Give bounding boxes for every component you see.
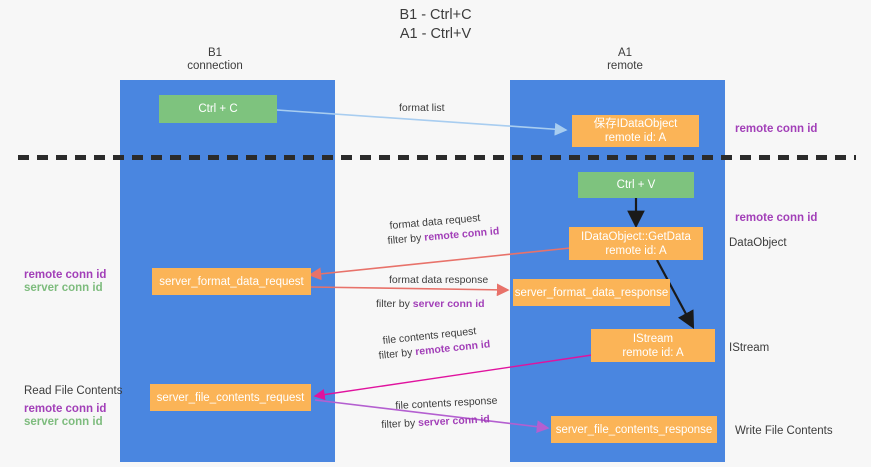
- filter-prefix-4: filter by: [381, 417, 419, 431]
- box-save-idataobject-line2: remote id: A: [604, 132, 667, 144]
- column-header-b1: B1 connection: [145, 47, 285, 73]
- column-header-b1-role: connection: [187, 60, 243, 72]
- annotation-remote-conn-id-mid: remote conn id: [735, 212, 818, 224]
- box-server-format-data-request-label: server_format_data_request: [159, 275, 304, 288]
- edge-label-format-data-response-filter: filter by server conn id: [376, 297, 485, 311]
- box-istream-line2: remote id: A: [622, 346, 684, 359]
- edge-label-file-contents-response: file contents response: [395, 394, 498, 412]
- box-save-idataobject-line1: 保存IDataObject: [593, 118, 678, 130]
- annotation-write-file-contents: Write File Contents: [735, 425, 833, 437]
- box-ctrl-v-label: Ctrl + V: [616, 179, 656, 191]
- title-line-2: A1 - Ctrl+V: [399, 26, 472, 42]
- annotation-left-server-conn-id: server conn id: [24, 282, 103, 294]
- box-getdata[interactable]: IDataObject::GetData remote id: A: [569, 227, 703, 260]
- box-getdata-line2: remote id: A: [605, 244, 667, 257]
- box-ctrl-c-label: Ctrl + C: [198, 103, 238, 115]
- box-server-file-contents-response[interactable]: server_file_contents_response: [551, 416, 717, 443]
- diagram-title: B1 - Ctrl+C A1 - Ctrl+V: [0, 6, 871, 44]
- box-save-idataobject[interactable]: 保存IDataObject remote id: A: [572, 115, 699, 147]
- column-header-a1-name: A1: [617, 47, 633, 59]
- box-server-format-data-response[interactable]: server_format_data_response: [513, 279, 670, 306]
- annotation-left-remote-conn-id-2: remote conn id: [24, 403, 107, 415]
- title-line-1: B1 - Ctrl+C: [399, 7, 472, 23]
- box-getdata-line1: IDataObject::GetData: [581, 230, 691, 243]
- filter-key-server-conn-id-1: server conn id: [412, 298, 485, 310]
- annotation-dataobject: DataObject: [729, 237, 787, 249]
- connector-format-data-response: [309, 283, 510, 297]
- phase-separator: [18, 155, 856, 160]
- box-istream[interactable]: IStream remote id: A: [591, 329, 715, 362]
- box-server-format-data-request[interactable]: server_format_data_request: [152, 268, 311, 295]
- edge-label-file-contents-response-filter: filter by server conn id: [381, 412, 490, 432]
- annotation-istream: IStream: [729, 342, 770, 354]
- edge-label-format-list: format list: [399, 102, 445, 114]
- column-header-a1-role: remote: [607, 60, 643, 72]
- box-ctrl-v[interactable]: Ctrl + V: [578, 172, 694, 198]
- box-server-file-contents-response-label: server_file_contents_response: [555, 423, 713, 436]
- box-server-file-contents-request[interactable]: server_file_contents_request: [150, 384, 311, 411]
- annotation-left-server-conn-id-2: server conn id: [24, 416, 103, 428]
- filter-key-server-conn-id-2: server conn id: [417, 413, 491, 430]
- box-istream-line1: IStream: [632, 332, 674, 345]
- column-header-b1-name: B1: [207, 47, 223, 59]
- annotation-read-file-contents: Read File Contents: [24, 385, 123, 397]
- filter-prefix-3: filter by: [378, 346, 416, 362]
- box-server-file-contents-request-label: server_file_contents_request: [156, 391, 305, 404]
- annotation-remote-conn-id-top: remote conn id: [735, 123, 818, 135]
- filter-prefix-1: filter by: [387, 231, 425, 247]
- box-ctrl-c[interactable]: Ctrl + C: [159, 95, 277, 123]
- annotation-left-remote-conn-id: remote conn id: [24, 269, 107, 281]
- filter-prefix-2: filter by: [376, 298, 413, 310]
- column-header-a1: A1 remote: [555, 47, 695, 73]
- box-server-format-data-response-label: server_format_data_response: [514, 286, 669, 299]
- edge-label-format-data-response: format data response: [389, 274, 489, 286]
